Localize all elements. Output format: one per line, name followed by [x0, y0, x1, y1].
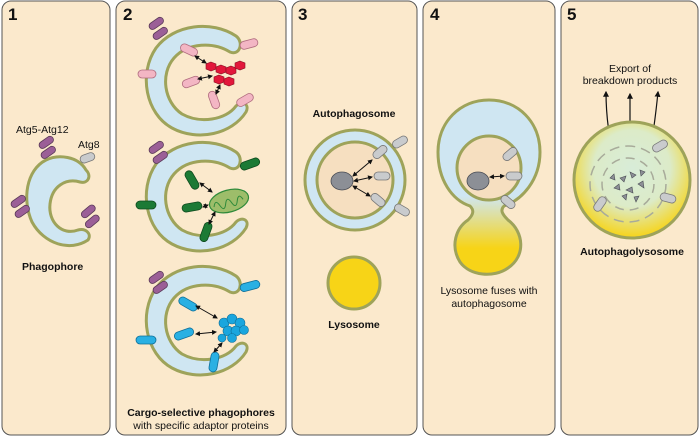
autophagolysosome — [572, 120, 692, 240]
phagophore-mitochondrion — [135, 140, 261, 253]
cargo-organelle — [466, 171, 490, 191]
phagophore-membrane — [25, 155, 91, 248]
atg5-atg12-protein — [10, 135, 100, 229]
panel-number-4: 4 — [430, 5, 440, 24]
panel-number-2: 2 — [123, 5, 132, 24]
autophagosome — [303, 128, 410, 232]
cargo-selective-subtitle: with specific adaptor proteins — [132, 420, 268, 432]
phagophore-label: Phagophore — [22, 261, 83, 273]
cargo-selective-title: Cargo-selective phagophores — [127, 407, 275, 419]
breakdown-products — [609, 169, 646, 203]
panel-number-1: 1 — [8, 5, 17, 24]
fusing-autophagosome-lysosome — [436, 98, 542, 276]
fusion-label-line2: autophagosome — [451, 298, 526, 310]
atg5-atg12-label: Atg5-Atg12 — [16, 124, 69, 136]
lysosome-label: Lysosome — [328, 319, 380, 331]
cargo-organelle — [330, 171, 354, 191]
fusion-label-line1: Lysosome fuses with — [440, 285, 537, 297]
phagophore-pink-cargo — [137, 16, 259, 137]
phagophore-blue-cargo — [135, 264, 261, 377]
panel-number-5: 5 — [567, 5, 576, 24]
panel-1 — [1, 0, 111, 436]
export-label-line2: breakdown products — [583, 75, 678, 87]
blue-cargo — [217, 313, 249, 343]
red-cargo — [205, 60, 246, 87]
autophagosome-label: Autophagosome — [313, 108, 396, 120]
export-label-line1: Export of — [609, 63, 651, 75]
autophagolysosome-label: Autophagolysosome — [580, 246, 684, 258]
panel-number-3: 3 — [298, 5, 307, 24]
lysosome — [326, 255, 382, 311]
phagophore — [25, 155, 91, 248]
mitochondrion — [208, 188, 250, 214]
atg8-label: Atg8 — [78, 139, 100, 151]
atg8-protein — [79, 152, 96, 164]
